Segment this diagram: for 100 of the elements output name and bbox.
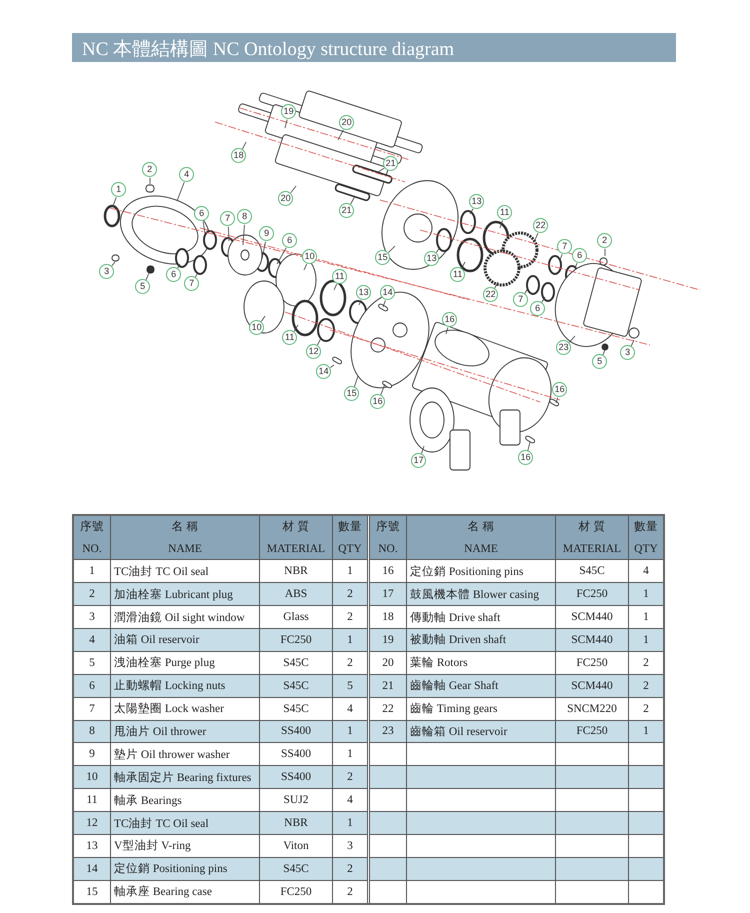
leader-line [276,247,287,264]
column-header: NAME [406,538,556,560]
callout-number: 6 [572,248,588,264]
table-cell: 1 [628,582,664,606]
column-header: NO. [73,538,110,560]
table-cell: 21 [370,674,406,698]
column-header: 數量 [628,515,664,538]
callout-number: 5 [135,279,150,294]
leader-line [494,282,498,289]
column-header: 數量 [332,515,368,538]
table-cell: SS400 [260,766,332,789]
callout-number: 14 [316,364,332,380]
leader-line [542,296,546,303]
table-cell: 2 [332,606,368,628]
table-cell: 鼓風機本體 Blower casing [406,582,556,606]
leader-line [195,272,198,278]
leader-line [378,168,385,172]
table-cell: 葉輪 Rotors [406,651,556,674]
table-cell: 4 [332,697,368,720]
table-cell: NBR [260,812,332,834]
table-cell: 傳動軸 Drive shaft [406,606,556,628]
callout-number: 3 [620,345,636,360]
column-header: 序號 [73,515,110,538]
callout-number: 13 [356,285,372,300]
leader-line [176,182,185,202]
callout-number: 20 [278,191,294,206]
table-cell: 10 [73,766,110,789]
table-cell: 齒輪軸 Gear Shaft [406,674,556,698]
callout-number: 13 [469,194,484,210]
callout-number: 11 [497,205,512,220]
callout-number: 6 [530,301,546,316]
table-cell: 3 [73,606,110,628]
table-cell: 潤滑油鏡 Oil sight window [110,606,260,628]
leader-line [421,446,424,454]
table-cell: 1 [628,720,664,743]
callout-number: 7 [557,239,572,254]
leader-line [317,338,322,346]
table-cell: 2 [73,582,110,606]
table-cell: V型油封 V-ring [110,834,260,858]
callout-number: 3 [99,264,114,280]
callout-number: 2 [597,233,612,248]
callout-number: 6 [194,206,210,222]
table-cell: SCM440 [556,674,628,698]
table-cell: SNCM220 [556,697,628,720]
leader-line [304,264,308,270]
table-cell: 13 [73,834,110,858]
callout-number: 14 [380,285,396,300]
column-header: MATERIAL [260,538,332,560]
leader-line [177,264,180,269]
table-cell: 5 [73,651,110,674]
table-cell: Glass [260,606,332,628]
table-cell: 8 [73,720,110,743]
callout-number: 22 [533,218,548,234]
table-cell: 19 [370,628,406,652]
leader-line [338,130,344,140]
table-cell: 2 [332,857,368,880]
table-cell: TC油封 TC Oil seal [110,812,260,834]
callout-number: 8 [237,209,252,224]
callout-number: 9 [259,226,274,242]
leader-line [382,300,386,308]
leader-line [334,284,338,290]
table-cell: 1 [628,628,664,652]
leader-line [574,262,578,268]
leader-line [111,262,116,266]
table-cell: 1 [332,628,368,652]
callout-number: 10 [302,249,318,264]
leader-line [602,350,606,356]
table-cell: ABS [260,582,332,606]
leader-line [556,397,558,404]
leader-line [500,220,503,228]
callout-number: 16 [370,394,386,410]
leader-line [604,248,606,256]
table-cell: S45C [260,651,332,674]
leader-line [354,376,358,387]
callout-number: 1 [111,182,126,198]
column-header: NAME [110,538,260,560]
table-cell: FC250 [260,628,332,652]
table-cell: 2 [628,674,664,698]
callout-number: 7 [513,292,528,308]
callout-number: 23 [556,340,572,356]
leader-line [290,186,296,194]
callout-number: 6 [282,233,298,248]
table-cell: 定位銷 Positioning pins [110,857,260,880]
table-cell: 14 [73,857,110,880]
callout-number: 17 [411,453,426,468]
diagram-title: NC 本體結構圖 NC Ontology structure diagram [82,38,454,62]
column-header: NO. [370,538,406,560]
table-cell: SCM440 [556,606,628,628]
table-cell: 6 [73,674,110,698]
leader-line [330,364,334,368]
table-cell: 太陽墊圈 Lock washer [110,697,260,720]
leader-line [284,119,288,128]
column-header: MATERIAL [556,538,628,560]
callout-number: 18 [231,148,246,164]
callout-number: 16 [518,450,534,466]
table-cell: 4 [73,628,110,652]
column-header: 序號 [370,515,406,538]
leader-line [568,336,576,343]
table-cell: SCM440 [556,628,628,652]
table-cell: 1 [332,812,368,834]
